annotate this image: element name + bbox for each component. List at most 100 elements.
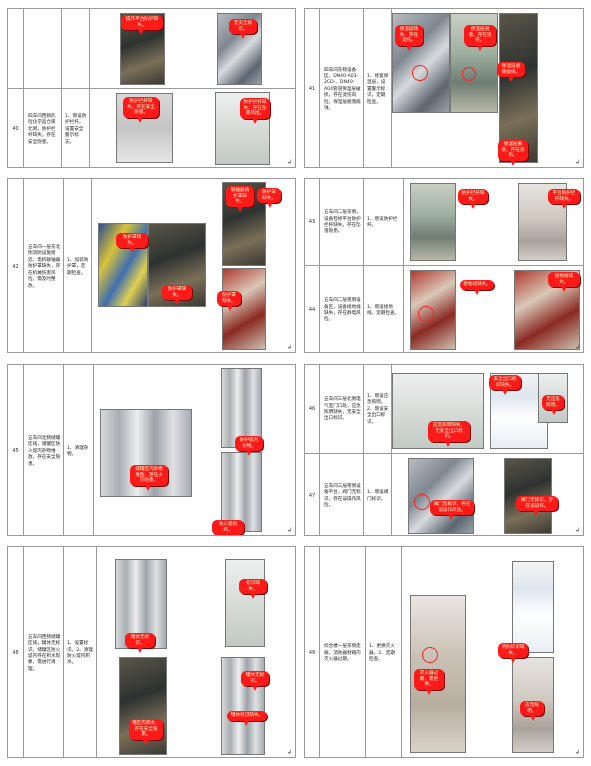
page-mark: ↲ <box>574 749 580 756</box>
callout-tail <box>501 389 508 396</box>
rectification-measure: 1、增设防护栏杆，设置安全警示标志。 <box>61 89 89 167</box>
hazard-photo <box>499 13 538 163</box>
report-page-7: 48 五车间西侧储罐区域，罐体无标识，储罐区防火堤内存在积水现象，需进行清理。 … <box>7 546 296 758</box>
photo-cell: 罐体无标识。 标识缺失。 罐体无标识。 罐区内积水，存在安全隐患。 罐体标识缺失… <box>96 547 295 757</box>
highlight-circle <box>412 65 428 81</box>
hazard-callout: 接地线缺失。 <box>460 280 494 295</box>
rectification-measure: 1、增设阀门标识。 <box>363 454 391 535</box>
hazard-callout: 应急照明。 <box>520 701 544 722</box>
hazard-callout: 罐体无标识。 <box>125 633 155 654</box>
callout-tail <box>476 44 483 51</box>
rectification-measure: 1、增设防护栏杆。 <box>363 179 403 265</box>
report-page-4: 43 五车间二层东侧，设备检修平台防护栏杆缺失，存在坠落隐患。 1、增设防护栏杆… <box>304 178 584 353</box>
rectification-measure: 1、修复保温层，设置警示标识，定期检查。 <box>363 9 391 167</box>
hazard-callout: 罐体标识缺失。 <box>227 711 267 726</box>
hazard-description: 五车间一层东北侧消防设施附近，电机联轴器防护罩缺失，存在机械伤害风险，需及时整改… <box>23 179 63 352</box>
hazard-callout: 储罐区内杂物堆放，存在火灾隐患。 <box>130 465 168 491</box>
callout-tail <box>266 202 273 209</box>
hazard-callout: 防护栏杆缺失，存在坠落风险。 <box>240 98 270 124</box>
row-number: 49 <box>308 650 316 656</box>
rectification-measure: 1、加装防护罩，定期检查。 <box>63 179 91 352</box>
hazard-callout: 保温层缺失，存在烫伤。 <box>395 25 423 51</box>
page-mark: ↲ <box>574 159 580 166</box>
hazard-callout: 灭火器过期，需更换。 <box>414 669 444 695</box>
callout-tail <box>137 647 143 654</box>
hazard-description: 综合楼一层东侧走廊，消防器材箱内灭火器过期。 <box>319 547 365 757</box>
highlight-circle <box>462 67 476 81</box>
hazard-description: 五车间北侧储罐区域，储罐区防火堤内杂物堆放，存在安全隐患。 <box>23 365 63 535</box>
callout-tail <box>246 450 253 457</box>
photo-cell: 灭火器过期，需更换。 消防标识缺失。 应急照明。 <box>401 547 583 757</box>
row-number: 44 <box>308 307 316 313</box>
page-mark: ↲ <box>574 344 580 351</box>
rectification-measure: 1、增设应急照明。2、增设安全出口标识。 <box>363 365 391 453</box>
table-row: 45 五车间北侧储罐区域，储罐区防火堤内杂物堆放，存在安全隐患。 1、清理杂物。… <box>8 365 295 535</box>
highlight-circle <box>422 647 438 663</box>
callout-tail <box>560 203 567 210</box>
hazard-callout: 防护栏杆缺失，存在安全隐患。 <box>123 97 159 123</box>
callout-tail <box>174 299 180 306</box>
row-number: 45 <box>12 448 19 454</box>
hazard-callout: 防护罩缺失。 <box>257 188 281 209</box>
table-row: 41 四车间东侧设备区，DN40-A03-2CD-、DN40-A04管道保温层破… <box>305 9 583 167</box>
hazard-callout: 防护栏杆缺失。 <box>458 189 488 210</box>
row-number: 41 <box>308 86 316 92</box>
hazard-photo <box>225 559 265 647</box>
callout-tail <box>470 203 476 210</box>
callout-tail <box>252 685 259 692</box>
hazard-callout: 应急照明缺失，无安全出口标识。 <box>428 421 470 447</box>
page-mark: ↲ <box>286 344 292 351</box>
report-page-2: 41 四车间东侧设备区，DN40-A03-2CD-、DN40-A04管道保温层破… <box>304 8 584 168</box>
callout-tail <box>137 116 144 123</box>
highlight-circle <box>414 494 430 510</box>
rectification-measure <box>61 9 89 88</box>
hazard-callout: 接地线缺失。 <box>548 272 580 293</box>
callout-tail <box>444 440 451 447</box>
report-page-6: 46 五车间三层北侧电气室门口处，应急照明缺失，无安全出口标识。 1、增设应急照… <box>304 364 584 536</box>
callout-tail <box>243 719 249 726</box>
table-row: 44 五车间二层南侧设备区，设备接地线缺失，存在静电风险。 1、增设接地线，定期… <box>305 265 583 352</box>
rectification-measure: 1、设置标识。2、清理防火堤内积水。 <box>63 547 96 757</box>
row-number: 40 <box>12 126 19 132</box>
photo-cell: 接地线缺失。 接地线缺失。 <box>403 266 583 352</box>
callout-tail <box>510 657 516 664</box>
hazard-photo <box>410 183 456 261</box>
page-mark: ↲ <box>286 527 292 534</box>
hazard-callout: 保温层脱落破损。 <box>497 62 525 83</box>
rectification-measure: 1、清理杂物。 <box>63 365 93 535</box>
hazard-callout: 平台防护栏杆缺失。 <box>548 189 580 210</box>
row-number <box>8 9 23 88</box>
photo-cell: 防护罩缺失。 防护罩缺失。 联轴器防护罩缺失。 防护罩缺失。 防护罩缺失。 <box>91 179 295 352</box>
callout-tail <box>560 286 567 293</box>
hazard-callout: 安全出口标识缺失。 <box>489 375 521 396</box>
hazard-photo <box>512 561 554 653</box>
callout-tail <box>406 44 413 51</box>
report-page-8: 49 综合楼一层东侧走廊，消防器材箱内灭火器过期。 1、更换灭火器。2、定期检查… <box>304 546 584 758</box>
hazard-callout: 消防标识缺失。 <box>498 643 528 664</box>
row-number: 42 <box>12 263 19 270</box>
report-page-3: 42 五车间一层东北侧消防设施附近，电机联轴器防护罩缺失，存在机械伤害风险，需及… <box>7 178 296 353</box>
callout-tail <box>237 205 244 212</box>
hazard-description: 五车间二层南侧设备区，设备接地线缺失，存在静电风险。 <box>319 266 363 352</box>
photo-cell: 阀门无标识，存在误操作风险。 阀门无标识，存在误操作。 <box>391 454 583 535</box>
photo-cell: 防护堤内杂物。 储罐区内杂物堆放，存在火灾隐患。 防火堤损坏。 <box>93 365 295 535</box>
callout-tail <box>532 510 539 517</box>
callout-tail <box>224 534 231 535</box>
hazard-description: 四车间东侧设备区，DN40-A03-2CD-、DN40-A04管道保温层破损，存… <box>319 9 363 167</box>
row-number: 46 <box>308 406 316 412</box>
hazard-callout: 无应急照明。 <box>542 395 564 416</box>
table-row: 40 四车间西侧危险化学品仓库北侧，防护栏杆缺失，存在安全隐患。 1、增设防护栏… <box>8 88 295 167</box>
report-page-1: 操作平台防护缺失。 无安全标识。 40 四车间西侧危险化学品仓库北侧，防护栏杆缺… <box>7 8 296 168</box>
hazard-description: 五车间三层北侧电气室门口处，应急照明缺失，无安全出口标识。 <box>319 365 363 453</box>
hazard-description: 五车间二层东侧，设备检修平台防护栏杆缺失，存在坠落隐患。 <box>319 179 363 265</box>
hazard-photo <box>221 368 262 448</box>
report-page-5: 45 五车间北侧储罐区域，储罐区防火堤内杂物堆放，存在安全隐患。 1、清理杂物。… <box>7 364 296 536</box>
callout-tail <box>473 288 480 295</box>
callout-tail <box>142 738 149 745</box>
hazard-callout: 保温层脱落，存在烫伤。 <box>464 25 496 51</box>
table-row: 43 五车间二层东侧，设备检修平台防护栏杆缺失，存在坠落隐患。 1、增设防护栏杆… <box>305 179 583 265</box>
hazard-photo <box>100 409 192 497</box>
hazard-description: 四车间西侧危险化学品仓库北侧，防护栏杆缺失，存在安全隐患。 <box>23 89 61 167</box>
hazard-callout: 无安全标识。 <box>229 19 257 40</box>
